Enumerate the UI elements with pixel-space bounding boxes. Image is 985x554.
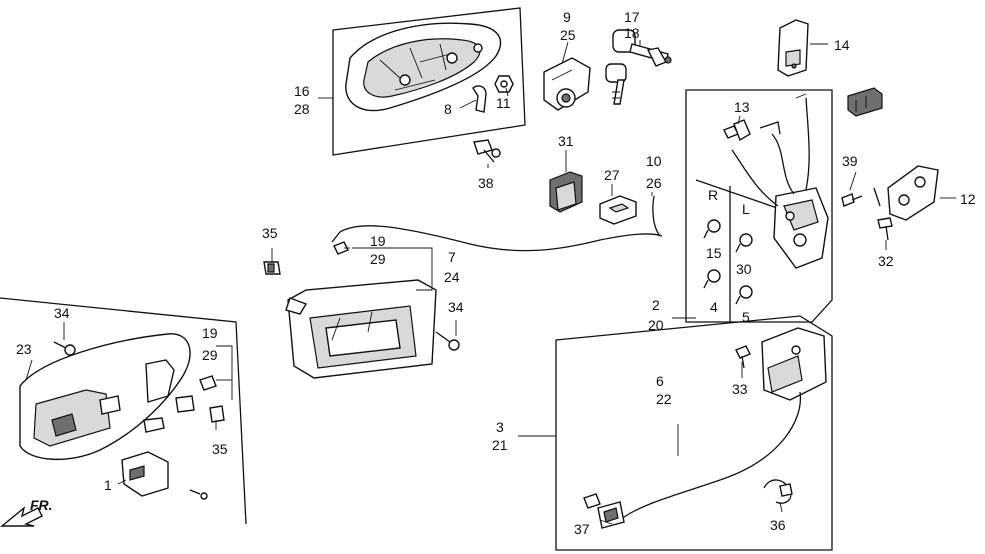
callout-15: 15 [706,245,722,261]
striker-12 [873,165,939,221]
callout-31: 31 [558,133,574,149]
clip-19-lower [199,375,217,391]
bolt-34-inside [435,331,460,351]
callout-labels: 9 25 17 18 14 16 28 8 11 13 31 10 26 27 … [16,9,976,537]
callout-39: 39 [842,153,858,169]
callout-34-inside: 34 [448,299,464,315]
switch-1 [121,451,169,497]
callout-32: 32 [878,253,894,269]
front-label: FR. [30,497,53,513]
callout-3: 3 [496,419,504,435]
callout-17: 17 [624,9,640,25]
callout-19-upper: 19 [370,233,386,249]
callout-1: 1 [104,477,112,493]
callout-18: 18 [624,25,640,41]
callout-24: 24 [444,269,460,285]
callout-10: 10 [646,153,662,169]
callout-34-outside: 34 [54,305,70,321]
callout-22: 22 [656,391,672,407]
callout-7: 7 [448,249,456,265]
screw-32 [877,217,893,241]
outside-handle-23 [0,297,247,525]
outside-handle-assembly [332,7,526,156]
callout-16: 16 [294,83,310,99]
screw-lower [189,489,208,500]
callout-9: 9 [563,9,571,25]
callout-30: 30 [736,261,752,277]
callout-11: 11 [496,95,511,111]
callout-13: 13 [734,99,750,115]
cover-14 [777,19,809,77]
actuator-6 [619,327,827,521]
callout-36: 36 [770,517,786,533]
callout-33: 33 [732,381,748,397]
leader-lines [25,40,956,525]
nut-11 [494,75,514,93]
actuator-box [555,315,833,551]
callout-19-lower: 19 [202,325,218,341]
callout-28: 28 [294,101,310,117]
callout-4: 4 [710,299,718,315]
callout-29-lower: 29 [202,347,218,363]
clip-19-upper [333,241,349,255]
callout-2: 2 [652,297,660,313]
clip-36 [763,479,793,504]
callout-8: 8 [444,101,452,117]
callout-25: 25 [560,27,576,43]
callout-38: 38 [478,175,494,191]
clip-15 [703,219,721,239]
screw-33 [735,345,751,369]
key-cylinder-9 [543,57,591,111]
pad-block [847,87,883,117]
front-arrow-icon [0,506,43,527]
clip-27 [599,195,637,225]
callout-6: 6 [656,373,664,389]
bolt-34-outside [53,341,76,356]
callout-27: 27 [604,167,620,183]
callout-20: 20 [648,317,664,333]
connector-37 [583,493,625,529]
clip-8 [472,85,487,113]
callout-5: 5 [742,309,750,325]
clip-4 [703,269,721,289]
clip-30 [735,233,753,253]
bolt-38 [473,139,501,163]
cap-31 [549,171,583,213]
callout-23: 23 [16,341,32,357]
clip-35-upper [263,261,281,275]
callout-26: 26 [646,175,662,191]
door-lock-body [731,93,829,269]
callout-35-upper: 35 [262,225,278,241]
rod-10 [331,195,663,252]
callout-21: 21 [492,437,508,453]
callout-35-lower: 35 [212,441,228,457]
clip-35-lower [209,405,225,423]
lock-knob-13 [723,119,751,142]
callout-R: R [708,187,718,203]
key-set-17 [605,29,672,105]
callout-14: 14 [834,37,850,53]
screw-39 [841,193,863,207]
callout-L: L [742,201,750,217]
inside-handle [285,279,437,379]
callout-12: 12 [960,191,976,207]
callout-37: 37 [574,521,590,537]
callout-29-upper: 29 [370,251,386,267]
clip-5 [735,285,753,305]
